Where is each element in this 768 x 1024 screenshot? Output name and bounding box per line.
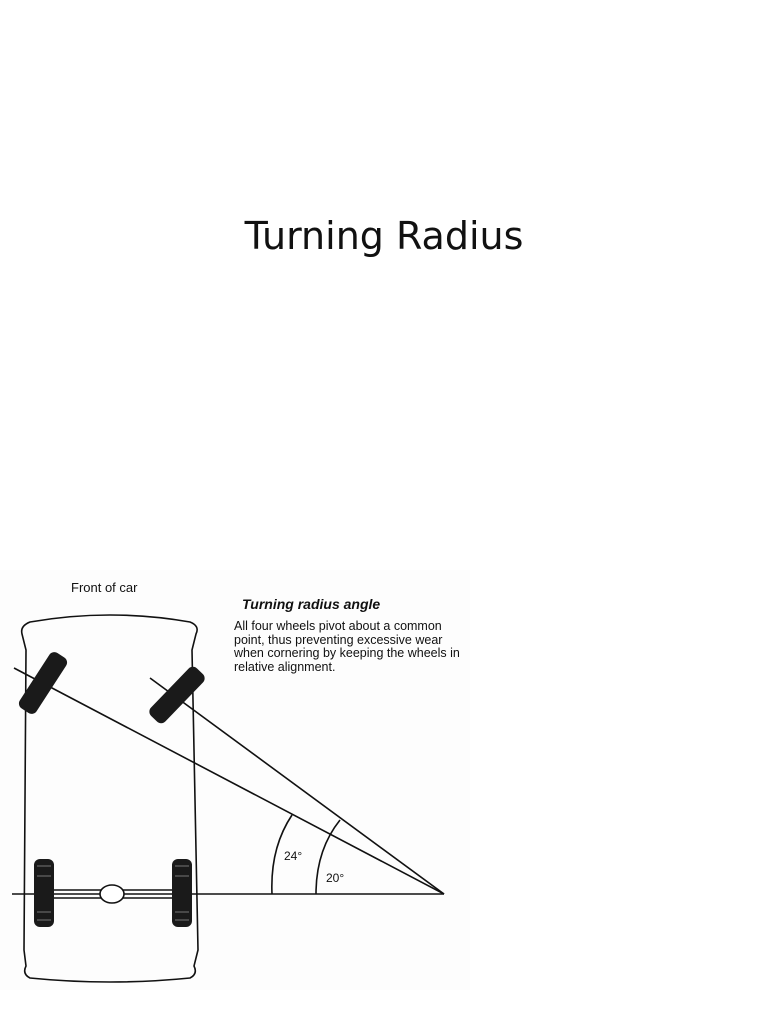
front-left-pivot-line xyxy=(13,667,445,895)
caption-body: All four wheels pivot about a common poi… xyxy=(234,619,460,674)
angle-arc-inner xyxy=(315,819,341,895)
caption-title: Turning radius angle xyxy=(242,596,381,612)
front-right-wheel xyxy=(149,666,205,724)
slide-title: Turning Radius xyxy=(244,214,524,258)
angle-arc-outer xyxy=(271,814,293,895)
angle-label-outer: 24° xyxy=(284,849,302,863)
rear-left-wheel xyxy=(34,859,54,927)
car-diagram: 24° 20° xyxy=(12,614,445,983)
car-body-outline xyxy=(20,614,199,983)
differential xyxy=(99,884,125,904)
front-right-pivot-line xyxy=(149,677,445,895)
turning-radius-figure: 24° 20° Front of car Turning radius angl… xyxy=(0,570,470,990)
angle-label-inner: 20° xyxy=(326,871,344,885)
front-left-wheel xyxy=(18,652,68,714)
front-of-car-label: Front of car xyxy=(71,580,138,595)
rear-right-wheel xyxy=(172,859,192,927)
